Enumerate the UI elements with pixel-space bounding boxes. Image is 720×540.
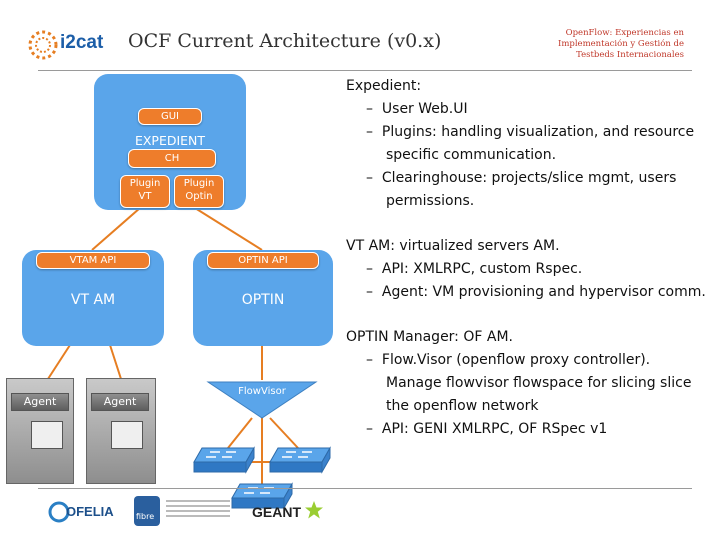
plugin-optin-line-1: Plugin [183, 178, 215, 189]
page-subtitle: OpenFlow: Experiencias en Implementación… [514, 28, 684, 61]
agent-2-label: Agent [91, 393, 149, 411]
section-expedient-heading: Expedient: [346, 78, 422, 94]
bullet-dash: – [366, 261, 373, 277]
bullet-dash: – [366, 352, 373, 368]
bullet-text: API: XMLRPC, custom Rspec. [381, 261, 583, 277]
subtitle-line-1: OpenFlow: Experiencias en [565, 28, 684, 38]
vtam-label: VT AM [70, 292, 116, 308]
subtitle-line-3: Testbeds Internacionales [576, 50, 684, 60]
connector-flowvisor-to-switch-2 [269, 417, 299, 449]
switch-2-icon [269, 446, 331, 474]
bullet-text: Clearinghouse: projects/slice mgmt, user… [381, 170, 677, 209]
switch-1-icon [193, 446, 255, 474]
i2cat-logo-text: i2cat [60, 32, 104, 53]
openflow-switch-1 [192, 446, 256, 476]
footer-divider [38, 488, 692, 489]
geant-star-icon [305, 501, 323, 519]
ofelia-logo-text: OFELIA [66, 504, 114, 519]
connector-flowvisor-to-switch-1 [227, 417, 253, 449]
bullet-dash: – [366, 170, 373, 186]
plugin-vt-component: Plugin VT [120, 175, 170, 208]
bullet-dash: – [366, 421, 373, 437]
section-optin-heading: OPTIN Manager: OF AM. [346, 329, 513, 345]
bullet-item: – Clearinghouse: projects/slice mgmt, us… [346, 167, 708, 213]
connector-plugin-optin-to-optin [194, 207, 263, 251]
agent-server-1: Agent [6, 378, 74, 484]
expedient-box: GUI EXPEDIENT CH Plugin VT Plugin Optin [94, 74, 246, 210]
bullet-item: – API: GENI XMLRPC, OF RSpec v1 [346, 418, 708, 441]
bullet-dash: – [366, 101, 373, 117]
fibre-logo-caption [166, 500, 230, 502]
vtam-box: VTAM API VT AM [22, 250, 164, 346]
optin-box: OPTIN API OPTIN [193, 250, 333, 346]
connector-plugin-vt-to-vtam [91, 207, 141, 251]
i2cat-logo [26, 28, 60, 62]
header-divider [38, 70, 692, 71]
subtitle-line-2: Implementación y Gestión de [557, 39, 684, 49]
description-text: Expedient: – User Web.UI – Plugins: hand… [346, 75, 708, 441]
flowvisor-triangle-icon [206, 381, 318, 419]
gui-component: GUI [138, 108, 202, 125]
ofelia-logo: OFELIA [48, 500, 118, 524]
connector-vtam-to-agent-2 [109, 344, 123, 383]
bullet-text: Agent: VM provisioning and hypervisor co… [381, 284, 706, 300]
flowvisor-label: FlowVisor [238, 386, 286, 397]
bullet-item: – Agent: VM provisioning and hypervisor … [346, 281, 708, 304]
fibre-logo-mark [134, 496, 160, 526]
bullet-text: User Web.UI [381, 101, 468, 117]
bullet-text: API: GENI XMLRPC, OF RSpec v1 [381, 421, 608, 437]
expedient-label: EXPEDIENT [134, 133, 206, 148]
page-title: OCF Current Architecture (v0.x) [128, 30, 442, 52]
fibre-logo-text: fibre [136, 512, 155, 521]
openflow-switch-2 [268, 446, 332, 476]
section-vtam-heading: VT AM: virtualized servers AM. [346, 238, 560, 254]
geant-logo: GEANT [252, 500, 332, 524]
i2cat-logo-icon [28, 30, 58, 60]
connector-vtam-to-agent-1 [45, 344, 71, 383]
vtam-api-component: VTAM API [36, 252, 150, 269]
server-2-drive-icon [111, 421, 143, 449]
plugin-optin-line-2: Optin [185, 191, 213, 202]
agent-1-label: Agent [11, 393, 69, 411]
agent-server-2: Agent [86, 378, 156, 484]
ofelia-logo-icon [48, 501, 70, 523]
plugin-vt-line-2: VT [138, 191, 152, 202]
bullet-text: Plugins: handling visualization, and res… [381, 124, 695, 163]
flowvisor-shape: FlowVisor [206, 380, 318, 420]
geant-logo-text: GEANT [252, 504, 301, 520]
optin-label: OPTIN [241, 292, 285, 308]
ch-component: CH [128, 149, 216, 168]
plugin-vt-line-1: Plugin [129, 178, 161, 189]
fibre-logo: fibre [134, 496, 234, 526]
bullet-dash: – [366, 124, 373, 140]
bullet-dash: – [366, 284, 373, 300]
server-1-drive-icon [31, 421, 63, 449]
bullet-item: – Plugins: handling visualization, and r… [346, 121, 708, 167]
bullet-text: Flow.Visor (openflow proxy controller). … [381, 352, 692, 414]
optin-api-component: OPTIN API [207, 252, 319, 269]
bullet-item: – User Web.UI [346, 98, 708, 121]
bullet-item: – Flow.Visor (openflow proxy controller)… [346, 349, 708, 418]
bullet-item: – API: XMLRPC, custom Rspec. [346, 258, 708, 281]
plugin-optin-component: Plugin Optin [174, 175, 224, 208]
